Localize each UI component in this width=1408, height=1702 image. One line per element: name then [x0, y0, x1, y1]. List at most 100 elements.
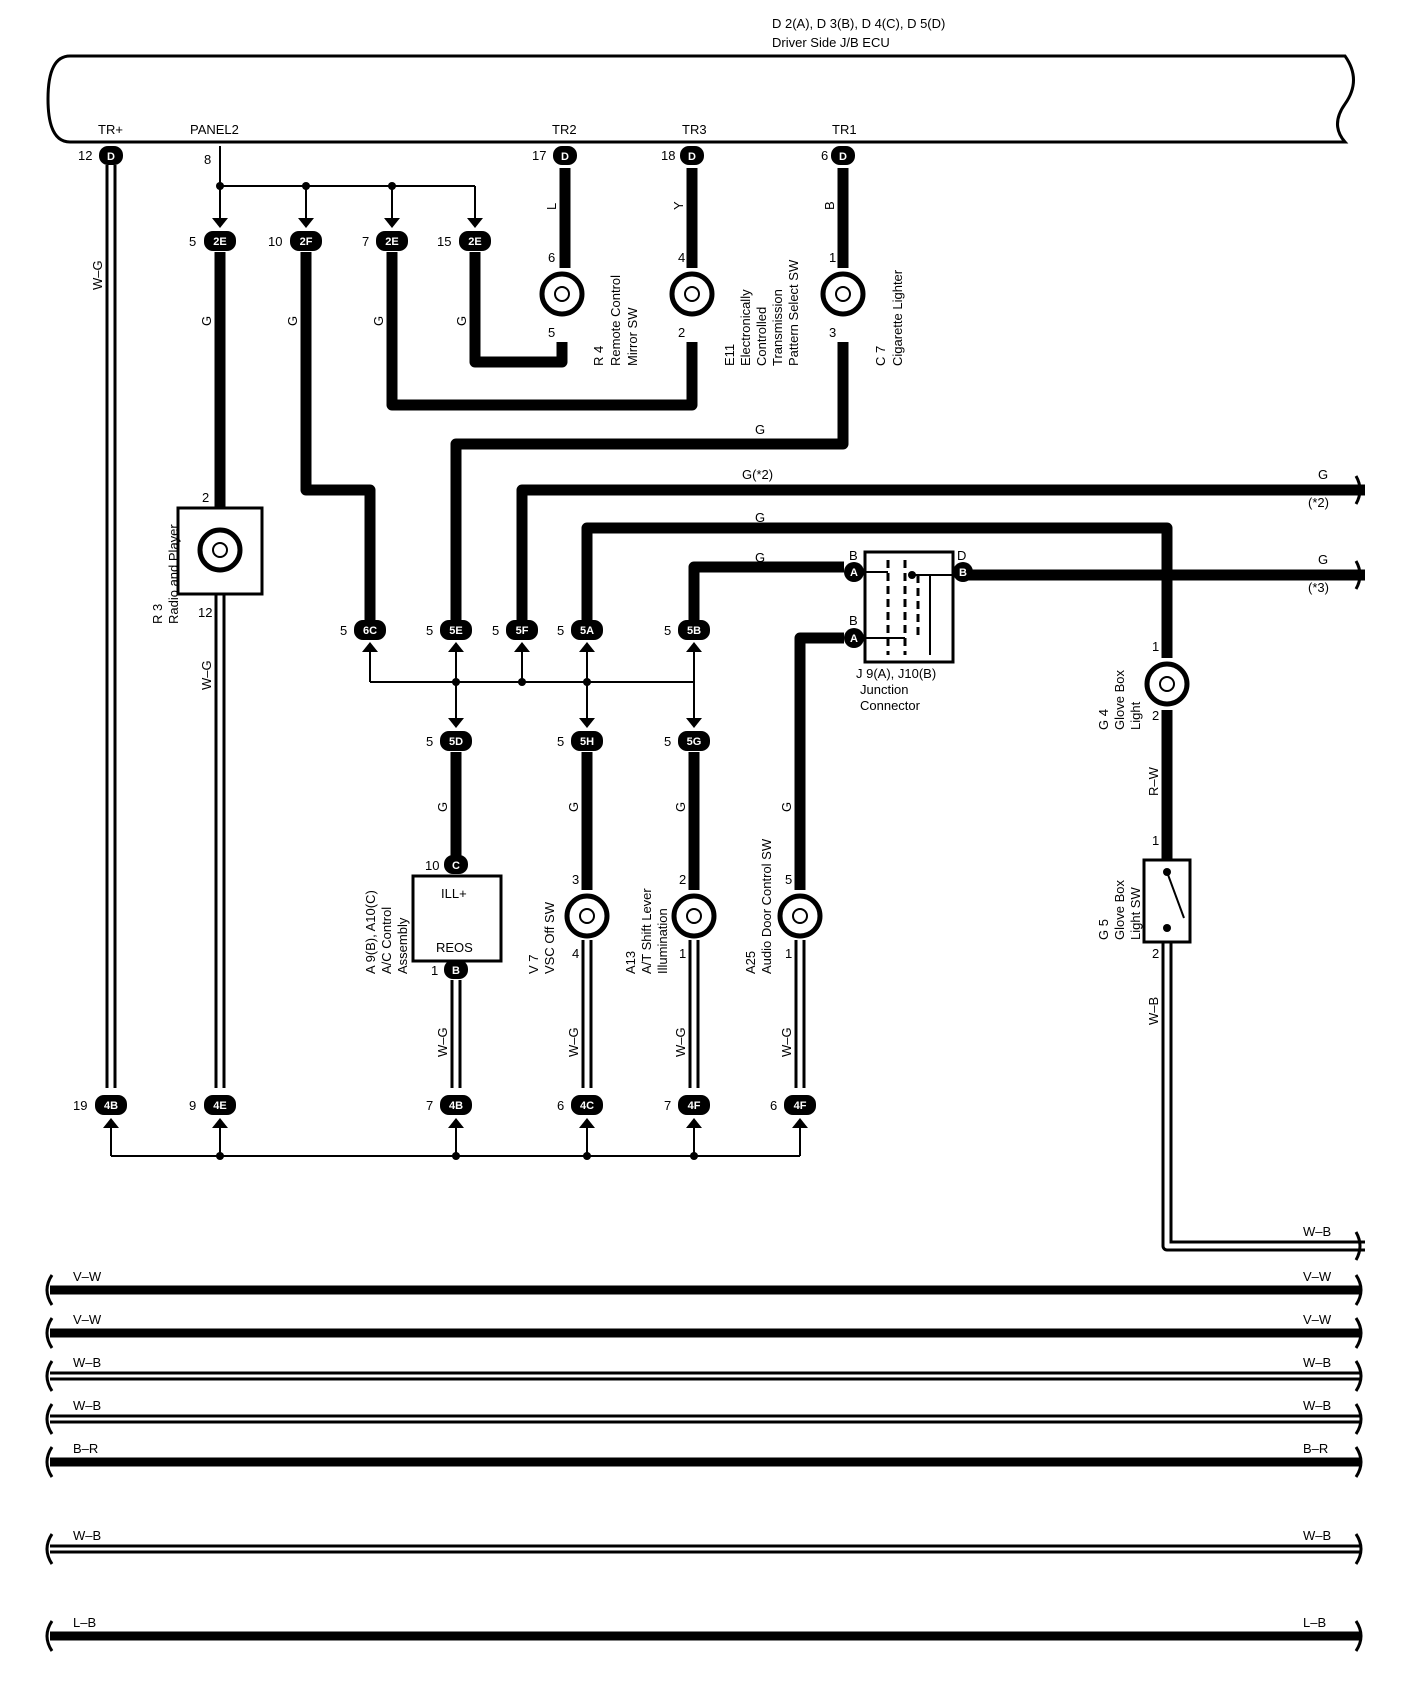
- junction-dots: [216, 182, 698, 1160]
- svg-text:19: 19: [73, 1098, 87, 1113]
- svg-text:4: 4: [678, 250, 685, 265]
- svg-text:2E: 2E: [385, 236, 398, 248]
- connector-j10-b: B: [953, 562, 973, 582]
- svg-text:W–G: W–G: [779, 1027, 794, 1057]
- svg-text:7: 7: [426, 1098, 433, 1113]
- a9-reos-terminal: REOS: [436, 940, 473, 955]
- svg-text:W–G: W–G: [199, 660, 214, 690]
- j9-caption-3: Connector: [860, 698, 921, 713]
- ecu-title-line1: D 2(A), D 3(B), D 4(C), D 5(D): [772, 16, 945, 31]
- svg-text:G: G: [285, 316, 300, 326]
- svg-text:6: 6: [557, 1098, 564, 1113]
- terminal-tr1: TR1: [832, 122, 857, 137]
- j9-label-b2: B: [849, 613, 858, 628]
- bus-label-left-4: W–B: [73, 1398, 101, 1413]
- r3-radio-box: [176, 506, 264, 596]
- svg-text:B: B: [452, 965, 460, 977]
- svg-text:5: 5: [548, 325, 555, 340]
- terminal-tr3: TR3: [682, 122, 707, 137]
- bus-label-left-3: W–B: [73, 1355, 101, 1370]
- wire-g-2e-e11: [386, 252, 698, 411]
- svg-text:B: B: [959, 567, 967, 579]
- svg-text:5: 5: [557, 734, 564, 749]
- break-marks-right: [1354, 475, 1362, 1261]
- wire-g-5a-g4: [581, 522, 1173, 658]
- r3-name-1: Radio and Player: [166, 524, 181, 624]
- svg-text:Y: Y: [671, 201, 686, 210]
- bus-label-right-3: W–B: [1303, 1355, 1331, 1370]
- c7-code: C 7: [873, 346, 888, 366]
- r3-code: R 3: [150, 604, 165, 624]
- bus-label-left-2: V–W: [73, 1312, 102, 1327]
- g4-name-1: Glove Box: [1112, 670, 1127, 730]
- svg-text:5: 5: [664, 623, 671, 638]
- a9-name-1: A/C Control: [379, 907, 394, 974]
- svg-text:5G: 5G: [687, 736, 702, 748]
- wire-wb-g5: [1161, 942, 1365, 1252]
- svg-text:5: 5: [664, 734, 671, 749]
- r4-name-2: Mirror SW: [625, 307, 640, 366]
- bus-label-right-4: W–B: [1303, 1398, 1331, 1413]
- wire-g-2e-r4: [469, 252, 568, 368]
- svg-text:5: 5: [426, 734, 433, 749]
- g4-lamp: [1144, 661, 1190, 707]
- connector-5d: 5D: [440, 731, 472, 751]
- svg-text:5: 5: [557, 623, 564, 638]
- svg-text:2: 2: [202, 490, 209, 505]
- svg-text:1: 1: [1152, 639, 1159, 654]
- wire-wg-lower: [214, 586, 806, 1088]
- connector-5b: 5B: [678, 620, 710, 640]
- svg-text:3: 3: [572, 872, 579, 887]
- connector-d-tr2: D: [553, 146, 577, 165]
- ecu-block: [46, 54, 1355, 144]
- e11-code: E11: [722, 344, 737, 366]
- pin-12-trp: 12: [78, 148, 92, 163]
- j9-label-b1: B: [849, 548, 858, 563]
- svg-text:10: 10: [425, 858, 439, 873]
- a13-name-2: Illumination: [655, 908, 670, 974]
- wire-label-g-5b: G: [755, 550, 765, 565]
- bus-line-4: W–B W–B: [45, 1398, 1363, 1435]
- a25-name-1: Audio Door Control SW: [759, 838, 774, 974]
- svg-text:4F: 4F: [794, 1100, 807, 1112]
- g4-code: G 4: [1096, 709, 1111, 730]
- svg-text:1: 1: [1152, 833, 1159, 848]
- wire-g2-5f: [516, 484, 1365, 620]
- pin-18-tr3: 18: [661, 148, 675, 163]
- svg-text:1: 1: [785, 946, 792, 961]
- svg-text:12: 12: [198, 605, 212, 620]
- a9-code: A 9(B), A10(C): [363, 890, 378, 974]
- svg-text:5H: 5H: [580, 736, 594, 748]
- connector-5h: 5H: [571, 731, 603, 751]
- wire-label-g-right-2: G: [1318, 552, 1328, 567]
- a25-code: A25: [743, 951, 758, 974]
- v7-name-1: VSC Off SW: [542, 901, 557, 974]
- wires: [105, 146, 1365, 1252]
- svg-text:W–G: W–G: [435, 1027, 450, 1057]
- connector-6c: 6C: [354, 620, 386, 640]
- connector-4b-a: 4B: [95, 1095, 127, 1115]
- svg-text:1: 1: [679, 946, 686, 961]
- svg-text:7: 7: [362, 234, 369, 249]
- svg-text:5D: 5D: [449, 736, 463, 748]
- svg-text:9: 9: [189, 1098, 196, 1113]
- wire-g-c7-5e: [450, 342, 849, 620]
- svg-text:4B: 4B: [104, 1100, 118, 1112]
- connector-j9-a2: A: [844, 628, 864, 648]
- g5-switch-box: [1142, 858, 1192, 944]
- svg-text:2F: 2F: [300, 236, 313, 248]
- connector-2e-c: 2E: [459, 231, 491, 251]
- connector-2e-b: 2E: [376, 231, 408, 251]
- connector-4f-a: 4F: [678, 1095, 710, 1115]
- bus-label-right-7: L–B: [1303, 1615, 1326, 1630]
- bus-label-left-7: L–B: [73, 1615, 96, 1630]
- svg-text:7: 7: [664, 1098, 671, 1113]
- e11-name-3: Transmission: [770, 289, 785, 366]
- svg-text:D: D: [688, 151, 696, 163]
- svg-text:15: 15: [437, 234, 451, 249]
- terminal-panel2: PANEL2: [190, 122, 239, 137]
- arrow-marks: [103, 218, 808, 1128]
